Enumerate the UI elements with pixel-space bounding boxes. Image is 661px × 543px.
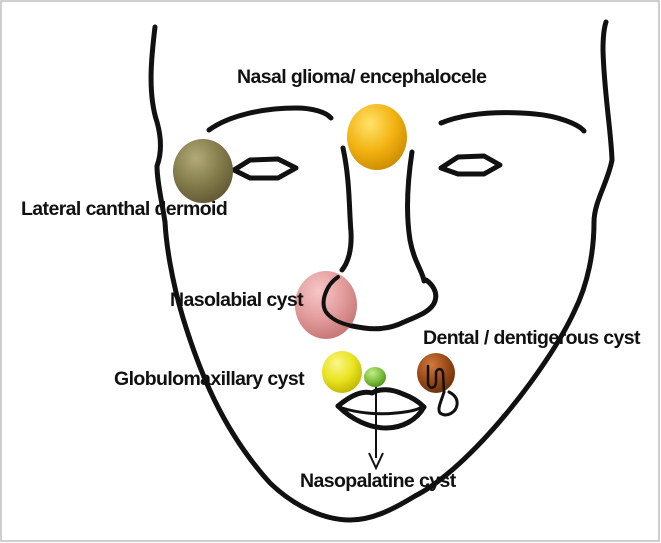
globulomaxillary-cyst-marker [322, 351, 362, 393]
nasolabial-cyst-marker [295, 271, 357, 339]
label-nasal-glioma: Nasal glioma/ encephalocele [237, 66, 487, 88]
label-nasolabial-cyst: Nasolabial cyst [170, 289, 304, 311]
label-dental-cyst: Dental / dentigerous cyst [423, 327, 641, 349]
face-outline-icon [151, 22, 612, 520]
nasopalatine-cyst-marker [364, 367, 386, 387]
label-nasopalatine-cyst: Nasopalatine cyst [300, 470, 457, 492]
nasal-glioma-marker [347, 104, 407, 170]
label-globulomaxillary-cyst: Globulomaxillary cyst [114, 368, 305, 390]
label-lateral-canthal-dermoid: Lateral canthal dermoid [21, 198, 227, 220]
lateral-canthal-dermoid-marker [173, 139, 233, 203]
